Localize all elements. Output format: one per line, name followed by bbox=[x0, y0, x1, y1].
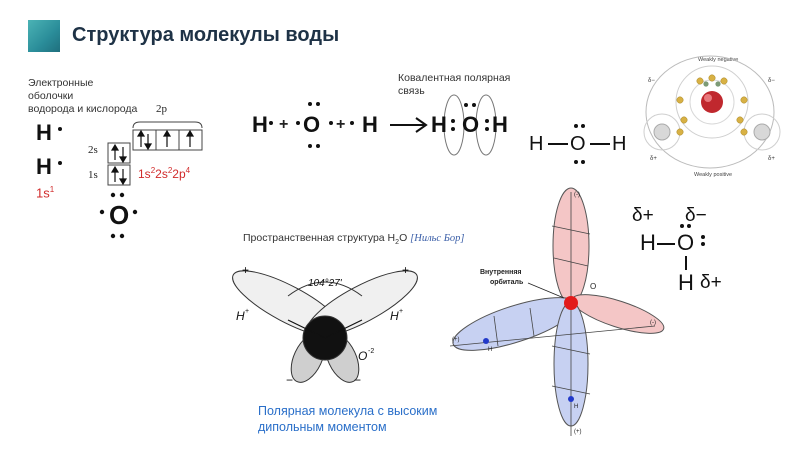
shared-pair-ellipse-right bbox=[475, 94, 497, 156]
weakly-positive-label: Weakly positive bbox=[694, 172, 732, 178]
bohr-delta-minus-left: δ− bbox=[648, 78, 655, 84]
orbital-plus-bottom: (+) bbox=[574, 429, 582, 435]
reaction-h-left: H bbox=[252, 112, 268, 137]
structural-h-left: H bbox=[529, 133, 544, 155]
dipole-bond-horizontal bbox=[657, 243, 675, 245]
reaction-o: O bbox=[303, 112, 321, 137]
covalent-caption-line1: Ковалентная полярная bbox=[398, 72, 511, 84]
reaction-arrow bbox=[390, 117, 428, 133]
shells-heading-line2: оболочки bbox=[28, 90, 74, 102]
spatial-structure-caption: Пространственная структура H2O [Нильс Бо… bbox=[243, 232, 465, 247]
reaction-plus-right: + bbox=[336, 116, 346, 133]
2s-box bbox=[107, 142, 131, 164]
bohr-delta-minus-right: δ− bbox=[768, 78, 775, 84]
oxygen-lone-pair-dots bbox=[99, 192, 138, 239]
bohr-o-charge: -2 bbox=[368, 348, 374, 355]
hydrogen-symbol-1: H bbox=[36, 120, 52, 145]
orbital-h-bottom-label: H bbox=[574, 404, 578, 410]
hydrogen-electron-dot-1 bbox=[58, 127, 62, 131]
hydrogen-electron-dot-2 bbox=[58, 161, 62, 165]
label-1s: 1s bbox=[88, 169, 98, 181]
orbital-minus-right: (-) bbox=[650, 320, 656, 326]
charge-minus-left: − bbox=[286, 373, 293, 387]
label-2p: 2p bbox=[156, 103, 167, 115]
bohr-h-right-charge: + bbox=[399, 308, 403, 315]
orbital-h-left-label: H bbox=[488, 347, 492, 353]
structural-bond-right bbox=[590, 143, 610, 145]
header-logo-square bbox=[28, 20, 60, 52]
page-title: Структура молекулы воды bbox=[72, 24, 340, 46]
bohr-o: O bbox=[358, 349, 367, 363]
dipole-h-bottom: H bbox=[678, 270, 694, 295]
orbital-plus-left: (+) bbox=[452, 337, 460, 343]
reaction-h-right: H bbox=[362, 112, 378, 137]
shells-heading-line1: Электронные bbox=[28, 77, 94, 89]
hydrogen-left-dot bbox=[483, 338, 489, 344]
product-o: O bbox=[462, 112, 480, 137]
structural-o: O bbox=[570, 133, 586, 155]
product-h-right: H bbox=[492, 112, 508, 137]
oxygen-symbol: O bbox=[109, 200, 130, 230]
label-2s: 2s bbox=[88, 144, 98, 156]
reaction-plus-left: + bbox=[279, 116, 289, 133]
hydrogen-config-sup: 1 bbox=[49, 185, 55, 194]
product-shared-pairs bbox=[443, 94, 497, 156]
hydrogen-config-base: 1s bbox=[36, 185, 50, 201]
dipole-o: O bbox=[677, 230, 695, 255]
polar-caption-line2: дипольным моментом bbox=[258, 420, 387, 434]
charge-plus-right: + bbox=[402, 263, 409, 277]
niels-bohr-bracket: [Нильс Бор] bbox=[410, 233, 465, 244]
bond-angle-label: 104°27' bbox=[308, 278, 343, 289]
dipole-delta-minus: δ− bbox=[685, 205, 707, 226]
orbital-boxes-diagram bbox=[107, 121, 203, 186]
dipole-delta-plus-bottom: δ+ bbox=[700, 272, 722, 293]
product-h-left: H bbox=[431, 112, 447, 137]
hydrogen-config: 1s1 bbox=[36, 185, 54, 200]
covalent-caption-line2: связь bbox=[398, 85, 425, 97]
reaction-electron-dots bbox=[269, 102, 354, 148]
oxygen-nucleus bbox=[701, 91, 723, 113]
bohr-delta-plus-left: δ+ bbox=[650, 156, 657, 162]
orbital-minus-top: (-) bbox=[574, 192, 580, 198]
structural-h-right: H bbox=[612, 133, 627, 155]
2p-box-1 bbox=[132, 129, 157, 151]
bohr-model-figure: Weakly negative δ− δ− δ+ δ+ Weakly posit… bbox=[643, 55, 781, 178]
hydrogen-symbol-2: H bbox=[36, 154, 52, 179]
dipole-delta-plus-top: δ+ bbox=[632, 205, 654, 226]
oxygen-center bbox=[564, 296, 578, 310]
oxygen-config: 1s22s22p4 bbox=[138, 166, 191, 181]
shells-heading: Электронные оболочки водорода и кислород… bbox=[28, 77, 137, 116]
structural-bond-left bbox=[548, 143, 568, 145]
orbital-o-label: O bbox=[590, 282, 596, 291]
bohr-lobe-diagram: 104°27' + + H + H + O -2 − − bbox=[232, 263, 418, 387]
inner-orbital-label-line2: орбиталь bbox=[490, 278, 524, 286]
dipole-h-left: H bbox=[640, 230, 656, 255]
inner-orbital-label-line1: Внутренняя bbox=[480, 269, 521, 276]
bohr-h-left-charge: + bbox=[245, 308, 249, 315]
angle-arc bbox=[287, 281, 363, 297]
oxygen-outer-shell bbox=[675, 65, 749, 139]
dipole-o-lone-pairs bbox=[680, 224, 705, 246]
2p-box-3 bbox=[178, 129, 203, 151]
product-electron-dots bbox=[451, 103, 489, 131]
tetrahedral-orbital-diagram: Внутренняя орбиталь O H H (-) (-) (+) (+… bbox=[449, 187, 665, 436]
covalent-caption: Ковалентная полярная связь bbox=[398, 72, 510, 98]
dipole-bond-vertical bbox=[685, 256, 687, 270]
bohr-h-right: H bbox=[390, 309, 399, 323]
polar-molecule-caption: Полярная молекула с высоким дипольным мо… bbox=[258, 403, 437, 435]
hydrogen-bottom-dot bbox=[568, 396, 574, 402]
charge-minus-right: − bbox=[354, 373, 361, 387]
bohr-h-left: H bbox=[236, 309, 245, 323]
shared-pair-ellipse-left bbox=[443, 94, 465, 156]
shells-heading-line3: водорода и кислорода bbox=[28, 103, 138, 115]
charge-plus-left: + bbox=[242, 263, 249, 277]
weakly-negative-label: Weakly negative bbox=[698, 57, 738, 63]
structural-o-lone-pairs bbox=[574, 124, 585, 164]
1s-box bbox=[107, 164, 131, 186]
2p-bracket bbox=[132, 121, 203, 129]
bohr-delta-plus-right: δ+ bbox=[768, 156, 775, 162]
polar-caption-line1: Полярная молекула с высоким bbox=[258, 404, 438, 418]
